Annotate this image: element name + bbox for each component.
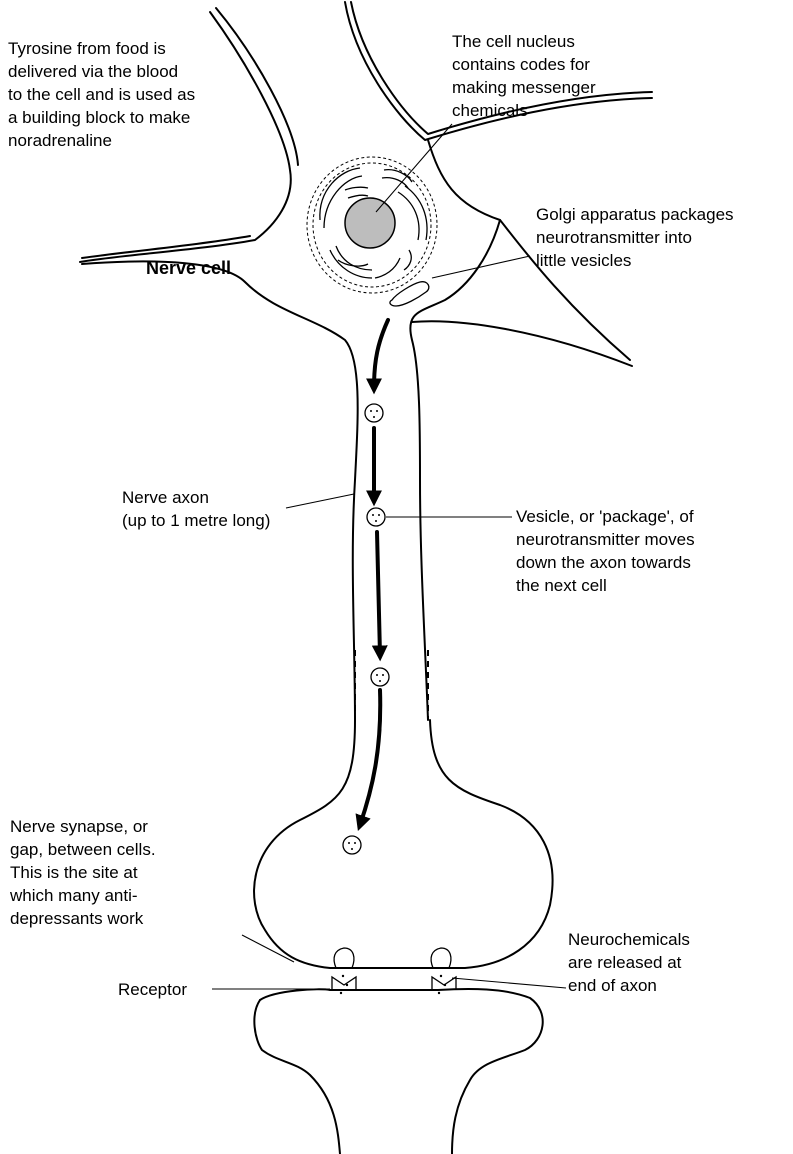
release-bubble-left xyxy=(334,948,354,994)
label-synapse: Nerve synapse, or gap, between cells. Th… xyxy=(9,817,160,928)
vesicle-4 xyxy=(343,836,361,854)
leader-nucleus xyxy=(376,124,452,212)
axon-terminal xyxy=(254,720,553,968)
label-neurochemicals: Neurochemicals are released at end of ax… xyxy=(568,930,695,995)
leader-neurochemicals xyxy=(452,978,566,988)
receptor-left xyxy=(332,977,356,990)
arrow-3 xyxy=(377,532,380,655)
vesicle-1 xyxy=(365,404,383,422)
label-nerve-cell: Nerve cell xyxy=(146,258,231,278)
label-nucleus: The cell nucleus contains codes for maki… xyxy=(452,32,600,120)
label-tyrosine: Tyrosine from food is delivered via the … xyxy=(8,39,200,150)
arrow-4 xyxy=(360,690,380,825)
label-axon: Nerve axon (up to 1 metre long) xyxy=(122,488,270,530)
vesicle-3 xyxy=(371,668,389,686)
leader-synapse xyxy=(242,935,294,962)
arrow-1 xyxy=(374,320,388,388)
label-golgi: Golgi apparatus packages neurotransmitte… xyxy=(536,205,738,270)
leader-golgi xyxy=(432,256,530,278)
nucleus xyxy=(345,198,395,248)
label-receptor: Receptor xyxy=(118,980,187,999)
golgi-vesicle xyxy=(390,282,429,306)
label-vesicle: Vesicle, or 'package', of neurotransmitt… xyxy=(516,507,699,595)
leader-axon xyxy=(286,494,354,508)
vesicle-2 xyxy=(367,508,385,526)
next-cell-outline xyxy=(254,1000,340,1154)
release-bubble-right xyxy=(431,948,451,994)
receptor-right xyxy=(432,977,456,990)
next-cell-outline-top xyxy=(260,989,543,1154)
